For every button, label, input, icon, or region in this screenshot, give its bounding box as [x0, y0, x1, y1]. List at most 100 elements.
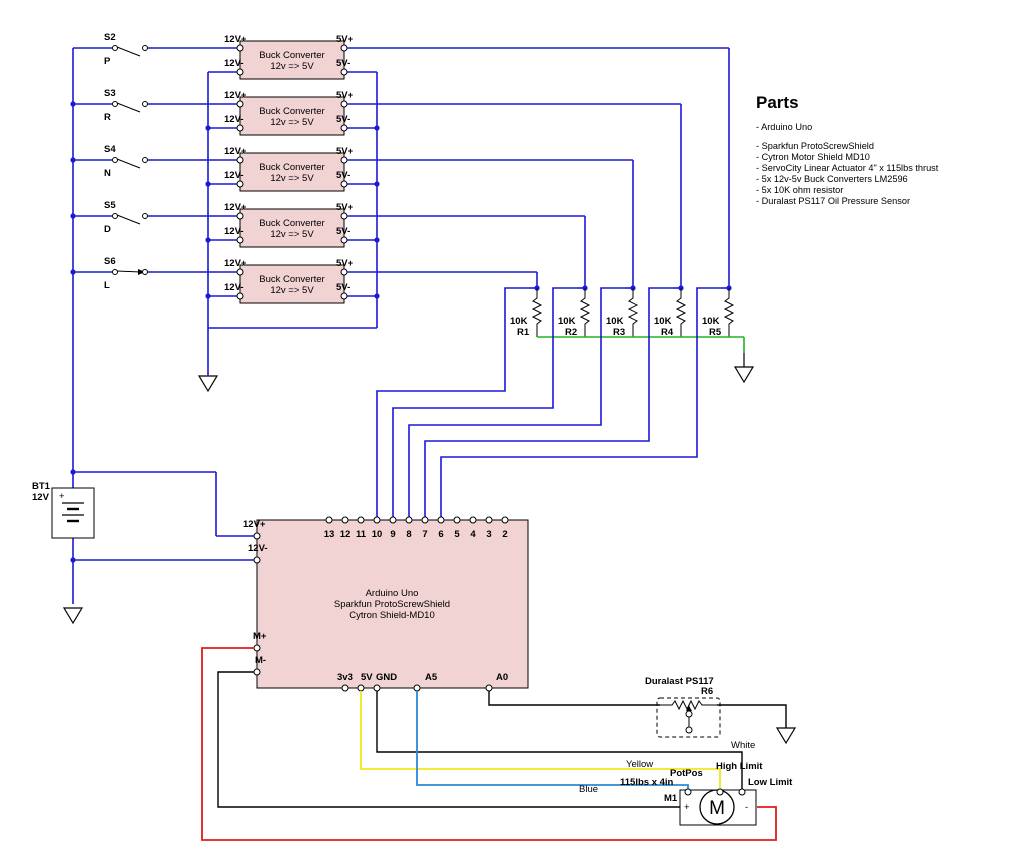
buck-converter-3: Buck Converter 12v => 5V 12V+ 12V- 5V+ 5… — [205, 146, 380, 192]
actuator-motor: M + - M1 115lbs x 4in PotPos High Limit … — [620, 761, 793, 826]
motor-ref: M1 — [664, 793, 678, 804]
pin-label: 12V+ — [224, 34, 247, 45]
arduino-left-pins: 12V+ 12V- M+ M- — [243, 519, 268, 676]
arduino-pin-label: 12 — [340, 529, 351, 540]
buck-ratio: 12v => 5V — [270, 173, 314, 184]
pin-label: 5V- — [336, 114, 350, 125]
buck-title: Buck Converter — [259, 50, 324, 61]
pin-label: 12V- — [224, 282, 244, 293]
wire-label-blue: Blue — [579, 784, 598, 795]
parts-item: - Arduino Uno — [756, 122, 813, 132]
switch-position: R — [104, 112, 111, 123]
arduino-pin-9 — [389, 516, 397, 524]
arduino-pin-3 — [485, 516, 493, 524]
motor-low-limit: Low Limit — [748, 777, 793, 788]
resistor-ref: R3 — [613, 327, 625, 338]
buck-ground-bus — [197, 72, 378, 393]
arduino-shield-2: Cytron Shield-MD10 — [349, 610, 435, 621]
buck-converter-4: Buck Converter 12v => 5V 12V+ 12V- 5V+ 5… — [205, 202, 380, 248]
resistor-value: 10K — [510, 316, 528, 327]
pin-label-5v: 5V — [361, 672, 373, 683]
pin-label: 12V- — [224, 114, 244, 125]
switch-ref: S6 — [104, 256, 116, 267]
buck-ratio: 12v => 5V — [270, 61, 314, 72]
pin-label: 5V- — [336, 282, 350, 293]
resistor-r5: 10K R5 — [702, 285, 735, 338]
buck-converter-5: Buck Converter 12v => 5V 12V+ 12V- 5V+ 5… — [205, 258, 380, 304]
pin-label: 12V- — [224, 58, 244, 69]
switch-ref: S5 — [104, 200, 116, 211]
wire-label-yellow: Yellow — [626, 759, 653, 770]
pin-label: 12V- — [224, 226, 244, 237]
pin-label-12v-plus: 12V+ — [243, 519, 266, 530]
pin-label-3v3: 3v3 — [337, 672, 353, 683]
pin-label-a5: A5 — [425, 672, 438, 683]
switch-s6: S6 L — [104, 256, 240, 291]
motor-minus: - — [745, 802, 748, 813]
parts-list: Parts - Arduino Uno - Sparkfun ProtoScre… — [756, 93, 996, 207]
pin-label: 12V- — [224, 170, 244, 181]
resistor-value: 10K — [558, 316, 576, 327]
five-volt-lines — [347, 47, 730, 288]
resistor-ref: R4 — [661, 327, 674, 338]
sensor-name: Duralast PS117 — [645, 676, 714, 687]
signal-wires — [376, 287, 729, 520]
resistor-ref: R2 — [565, 327, 577, 338]
buck-ratio: 12v => 5V — [270, 285, 314, 296]
battery-plus-sign: + — [59, 491, 65, 502]
pin-label-m-minus: M- — [255, 655, 266, 666]
buck-ratio: 12v => 5V — [270, 117, 314, 128]
switch-ref: S4 — [104, 144, 116, 155]
switch-ref: S2 — [104, 32, 116, 43]
resistor-value: 10K — [654, 316, 672, 327]
arduino-pin-13 — [325, 516, 333, 524]
battery-bt1: + BT1 12V — [32, 481, 95, 539]
buck-converter-2: Buck Converter 12v => 5V 12V+ 12V- 5V+ 5… — [205, 90, 380, 136]
parts-item: - Sparkfun ProtoScrewShield — [756, 141, 874, 151]
pin-label: 5V+ — [336, 258, 354, 269]
parts-title: Parts — [756, 93, 799, 112]
arduino-pin-label: 3 — [486, 529, 491, 540]
motor-symbol: M — [709, 798, 725, 819]
pin-label: 12V+ — [224, 258, 247, 269]
pin-label: 5V- — [336, 170, 350, 181]
pin-label: 5V- — [336, 226, 350, 237]
pin-label-m-plus: M+ — [253, 631, 267, 642]
parts-item: - Duralast PS117 Oil Pressure Sensor — [756, 196, 911, 206]
parts-item: - Cytron Motor Shield MD10 — [756, 152, 870, 162]
arduino-pin-label: 10 — [372, 529, 383, 540]
battery-ref: BT1 — [32, 481, 51, 492]
arduino-pin-4 — [469, 516, 477, 524]
parts-spacer — [756, 133, 996, 141]
pin-label: 12V+ — [224, 90, 247, 101]
pin-label: 5V+ — [336, 146, 354, 157]
arduino-pin-2 — [501, 516, 509, 524]
buck-converter-1: Buck Converter 12v => 5V 12V+ 12V- 5V+ 5… — [208, 34, 377, 80]
motor-spec: 115lbs x 4in — [620, 777, 674, 788]
switch-s5: S5 D — [104, 200, 240, 235]
arduino-pin-6 — [437, 516, 445, 524]
arduino-pin-label: 6 — [438, 529, 443, 540]
resistor-value: 10K — [606, 316, 624, 327]
motor-high-limit: High Limit — [716, 761, 763, 772]
switch-position: L — [104, 280, 110, 291]
arduino-pin-11 — [357, 516, 365, 524]
sensor-ref: R6 — [701, 686, 713, 697]
switch-s2: S2 P — [104, 32, 240, 67]
pin-label-12v-minus: 12V- — [248, 543, 268, 554]
arduino-pin-label: 11 — [356, 529, 367, 540]
switch-s4: S4 N — [104, 144, 240, 179]
resistor-ref: R1 — [517, 327, 530, 338]
battery-rail — [70, 47, 256, 604]
battery-voltage: 12V — [32, 492, 50, 503]
arduino-pin-label: 5 — [454, 529, 460, 540]
ground-symbol-battery — [62, 607, 84, 625]
resistor-ground-bus — [537, 336, 755, 384]
arduino-board: Arduino Uno Sparkfun ProtoScrewShield Cy… — [256, 519, 529, 689]
arduino-pin-8 — [405, 516, 413, 524]
switch-s3: S3 R — [104, 88, 240, 123]
arduino-pin-label: 9 — [390, 529, 395, 540]
buck-title: Buck Converter — [259, 218, 324, 229]
